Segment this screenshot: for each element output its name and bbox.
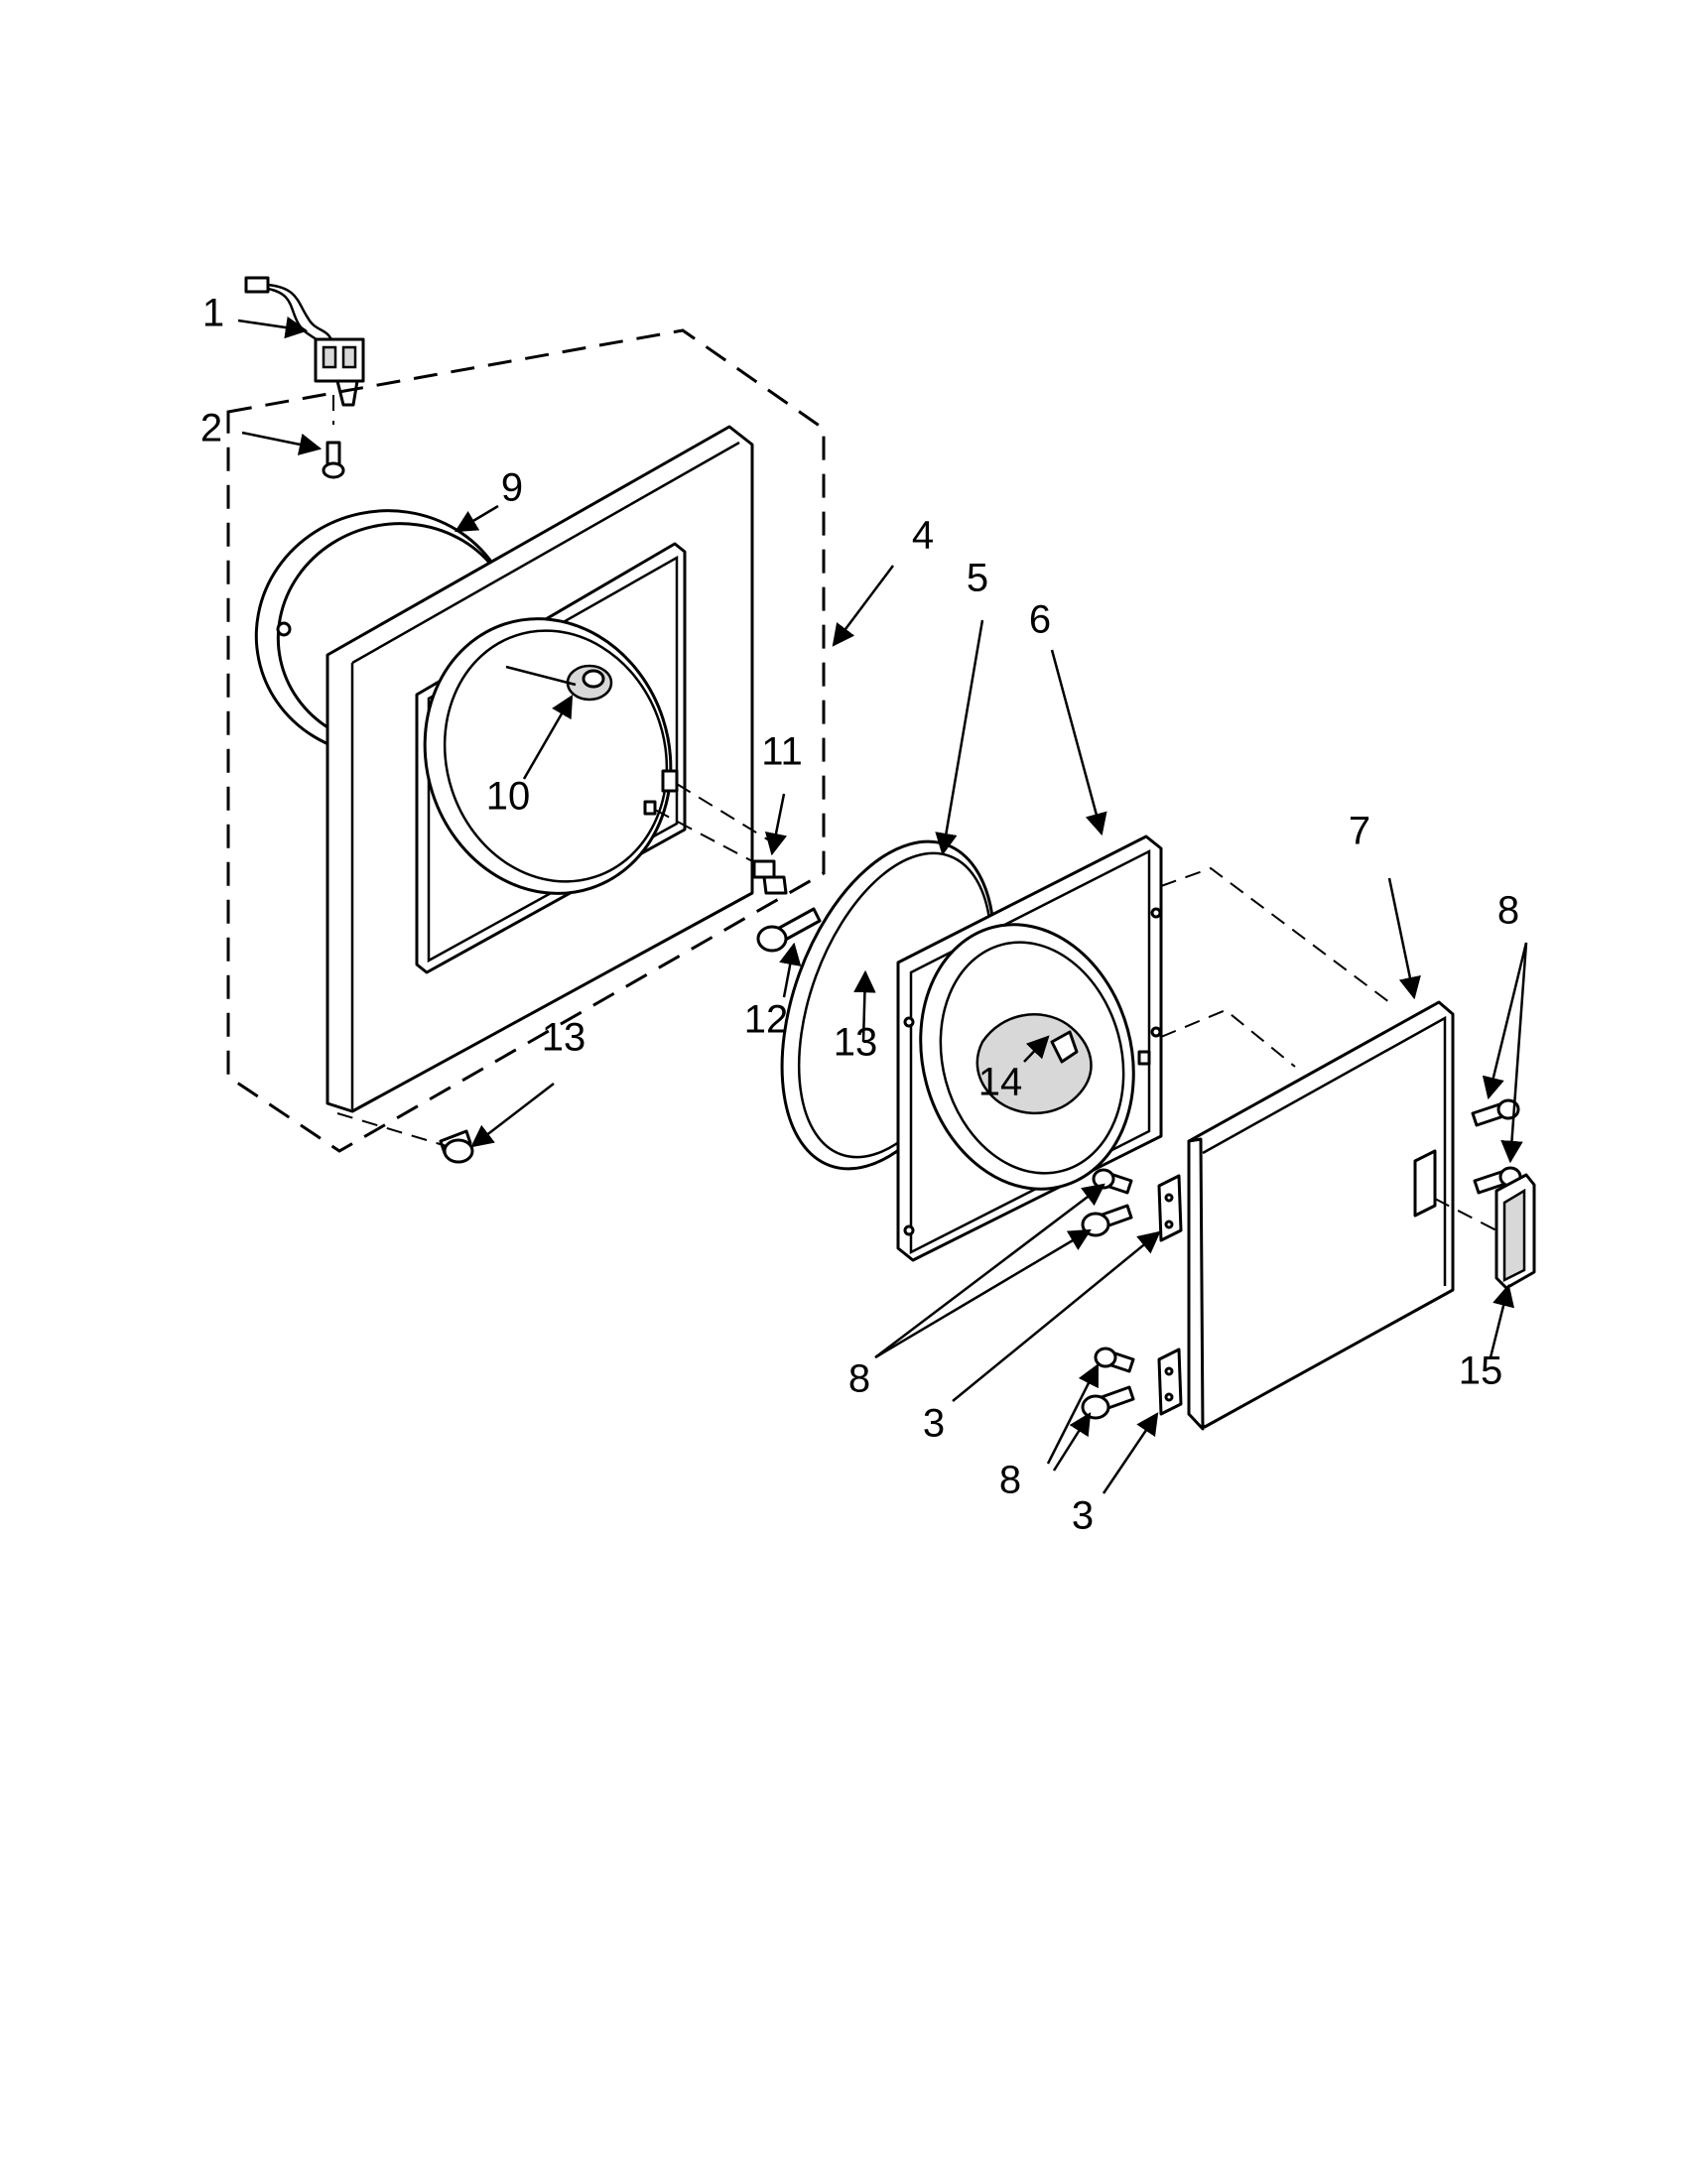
callout-14: 14: [978, 1061, 1023, 1104]
callout-7: 7: [1349, 810, 1370, 853]
alignment-line-upper: [1160, 866, 1390, 1003]
front-panel-assembly-outline: [226, 328, 826, 1153]
callout-3-lower: 3: [1072, 1494, 1094, 1538]
callout-6: 6: [1029, 598, 1051, 642]
callout-13-middle: 13: [834, 1021, 878, 1065]
callout-12: 12: [744, 998, 789, 1042]
callout-15: 15: [1459, 1349, 1503, 1393]
upper-hinge-part: [1157, 1174, 1183, 1242]
callout-13-left: 13: [542, 1016, 586, 1060]
lower-hinge-part: [1157, 1348, 1183, 1416]
callout-8-upper: 8: [848, 1357, 870, 1401]
callout-1: 1: [202, 292, 224, 335]
callout-11: 11: [761, 730, 803, 774]
outer-door-part: [1187, 1000, 1497, 1431]
callout-2: 2: [200, 407, 222, 450]
callout-9: 9: [501, 466, 523, 510]
front-panel-part: [325, 425, 775, 1113]
door-handle-part: [1494, 1173, 1536, 1290]
clip-part: [752, 859, 788, 895]
switch-screw-part: [322, 441, 345, 479]
door-switch-part: [244, 276, 365, 425]
callout-5: 5: [967, 557, 988, 600]
long-screw-part: [756, 907, 822, 953]
leader-lines: [237, 316, 1528, 1494]
callout-labels: 1 2 9 4 5 6 10 11 12 13 13 14 7 8 8 8 3 …: [200, 292, 1519, 1538]
hinge-screws-upper-part: [1081, 1168, 1133, 1237]
hinge-screws-lower-part: [1081, 1347, 1135, 1420]
panel-screw-left-part: [336, 1112, 474, 1164]
callout-10: 10: [486, 775, 531, 819]
alignment-line-lower: [1160, 1008, 1296, 1068]
callout-4: 4: [912, 514, 934, 558]
callout-3-upper: 3: [923, 1402, 945, 1446]
callout-8-right: 8: [1497, 889, 1519, 933]
callout-8-lower: 8: [999, 1459, 1021, 1502]
